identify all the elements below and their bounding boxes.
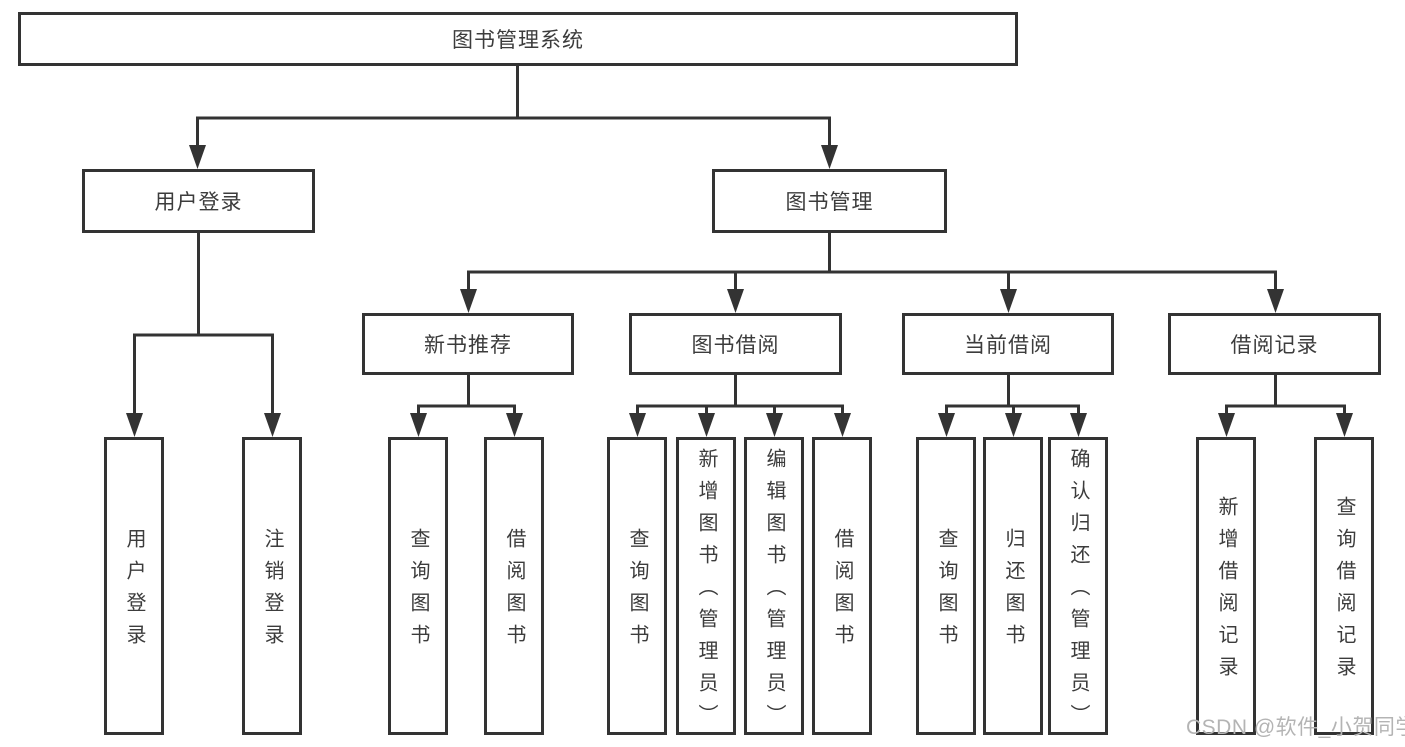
arrowhead xyxy=(1070,413,1087,437)
node-book-borrowing-label: 图书借阅 xyxy=(691,334,780,357)
leaf-add-book-admin: 新增图书（管理员） xyxy=(676,437,736,736)
leaf-query-books-recommend: 查询图书 xyxy=(388,437,448,735)
leaf-logout: 注销登录 xyxy=(242,437,302,735)
leaf-add-book-admin-label: 新增图书（管理员） xyxy=(695,448,717,736)
node-root-label: 图书管理系统 xyxy=(452,29,584,52)
leaf-borrow-books-recommend-label: 借阅图书 xyxy=(503,528,525,656)
leaf-user-login-label: 用户登录 xyxy=(123,528,145,656)
arrowhead xyxy=(126,413,143,437)
leaf-confirm-return-admin-label: 确认归还（管理员） xyxy=(1067,448,1089,736)
connector-book-management-to-level3 xyxy=(460,233,1284,313)
node-new-book-recommend: 新书推荐 xyxy=(362,313,574,375)
node-current-borrowing: 当前借阅 xyxy=(902,313,1114,375)
arrowhead xyxy=(698,413,715,437)
leaf-logout-label: 注销登录 xyxy=(261,528,283,656)
node-book-management: 图书管理 xyxy=(712,169,947,233)
arrowhead xyxy=(460,289,477,313)
leaf-query-books-borrowing-label: 查询图书 xyxy=(626,528,648,656)
arrowhead xyxy=(766,413,783,437)
node-book-management-label: 图书管理 xyxy=(785,191,874,214)
arrowhead xyxy=(410,413,427,437)
leaf-edit-book-admin-label: 编辑图书（管理员） xyxy=(763,448,785,736)
arrowhead xyxy=(1336,413,1353,437)
arrowhead xyxy=(834,413,851,437)
leaf-borrow-books-borrowing-label: 借阅图书 xyxy=(831,528,853,656)
arrowhead xyxy=(727,289,744,313)
node-user-login: 用户登录 xyxy=(82,169,315,233)
arrowhead xyxy=(938,413,955,437)
node-borrowing-records-label: 借阅记录 xyxy=(1230,334,1319,357)
connector-root-to-level2 xyxy=(189,66,838,169)
leaf-query-books-current-label: 查询图书 xyxy=(935,528,957,656)
connector-current-borrowing-to-leaves xyxy=(938,375,1087,437)
arrowhead xyxy=(1218,413,1235,437)
csdn-watermark: CSDN @软件_小贺同学 xyxy=(1186,716,1405,739)
leaf-return-book-label: 归还图书 xyxy=(1002,528,1024,656)
leaf-query-borrow-record: 查询借阅记录 xyxy=(1314,437,1374,735)
node-root: 图书管理系统 xyxy=(18,12,1018,66)
arrowhead xyxy=(629,413,646,437)
connector-new-book-recommend-to-leaves xyxy=(410,375,523,437)
arrowhead xyxy=(506,413,523,437)
arrowhead xyxy=(821,145,838,169)
node-book-borrowing: 图书借阅 xyxy=(629,313,842,375)
leaf-add-borrow-record: 新增借阅记录 xyxy=(1196,437,1256,735)
leaf-confirm-return-admin: 确认归还（管理员） xyxy=(1048,437,1108,736)
connector-book-borrowing-to-leaves xyxy=(629,375,851,437)
leaf-edit-book-admin: 编辑图书（管理员） xyxy=(744,437,804,736)
leaf-borrow-books-recommend: 借阅图书 xyxy=(484,437,544,735)
arrowhead xyxy=(264,413,281,437)
connector-borrowing-records-to-leaves xyxy=(1218,375,1353,437)
node-current-borrowing-label: 当前借阅 xyxy=(964,334,1052,357)
leaf-user-login: 用户登录 xyxy=(104,437,164,735)
leaf-query-books-current: 查询图书 xyxy=(916,437,976,735)
arrowhead xyxy=(1005,413,1022,437)
arrowhead xyxy=(1000,289,1017,313)
leaf-query-borrow-record-label: 查询借阅记录 xyxy=(1333,496,1355,688)
leaf-add-borrow-record-label: 新增借阅记录 xyxy=(1215,496,1237,688)
leaf-return-book: 归还图书 xyxy=(983,437,1043,735)
node-user-login-label: 用户登录 xyxy=(154,191,243,214)
leaf-query-books-recommend-label: 查询图书 xyxy=(407,528,429,656)
arrowhead xyxy=(189,145,206,169)
leaf-borrow-books-borrowing: 借阅图书 xyxy=(812,437,872,735)
arrowhead xyxy=(1267,289,1284,313)
node-new-book-recommend-label: 新书推荐 xyxy=(424,334,512,357)
connector-user-login-to-leaves xyxy=(126,233,281,437)
node-borrowing-records: 借阅记录 xyxy=(1168,313,1381,375)
leaf-query-books-borrowing: 查询图书 xyxy=(607,437,667,735)
